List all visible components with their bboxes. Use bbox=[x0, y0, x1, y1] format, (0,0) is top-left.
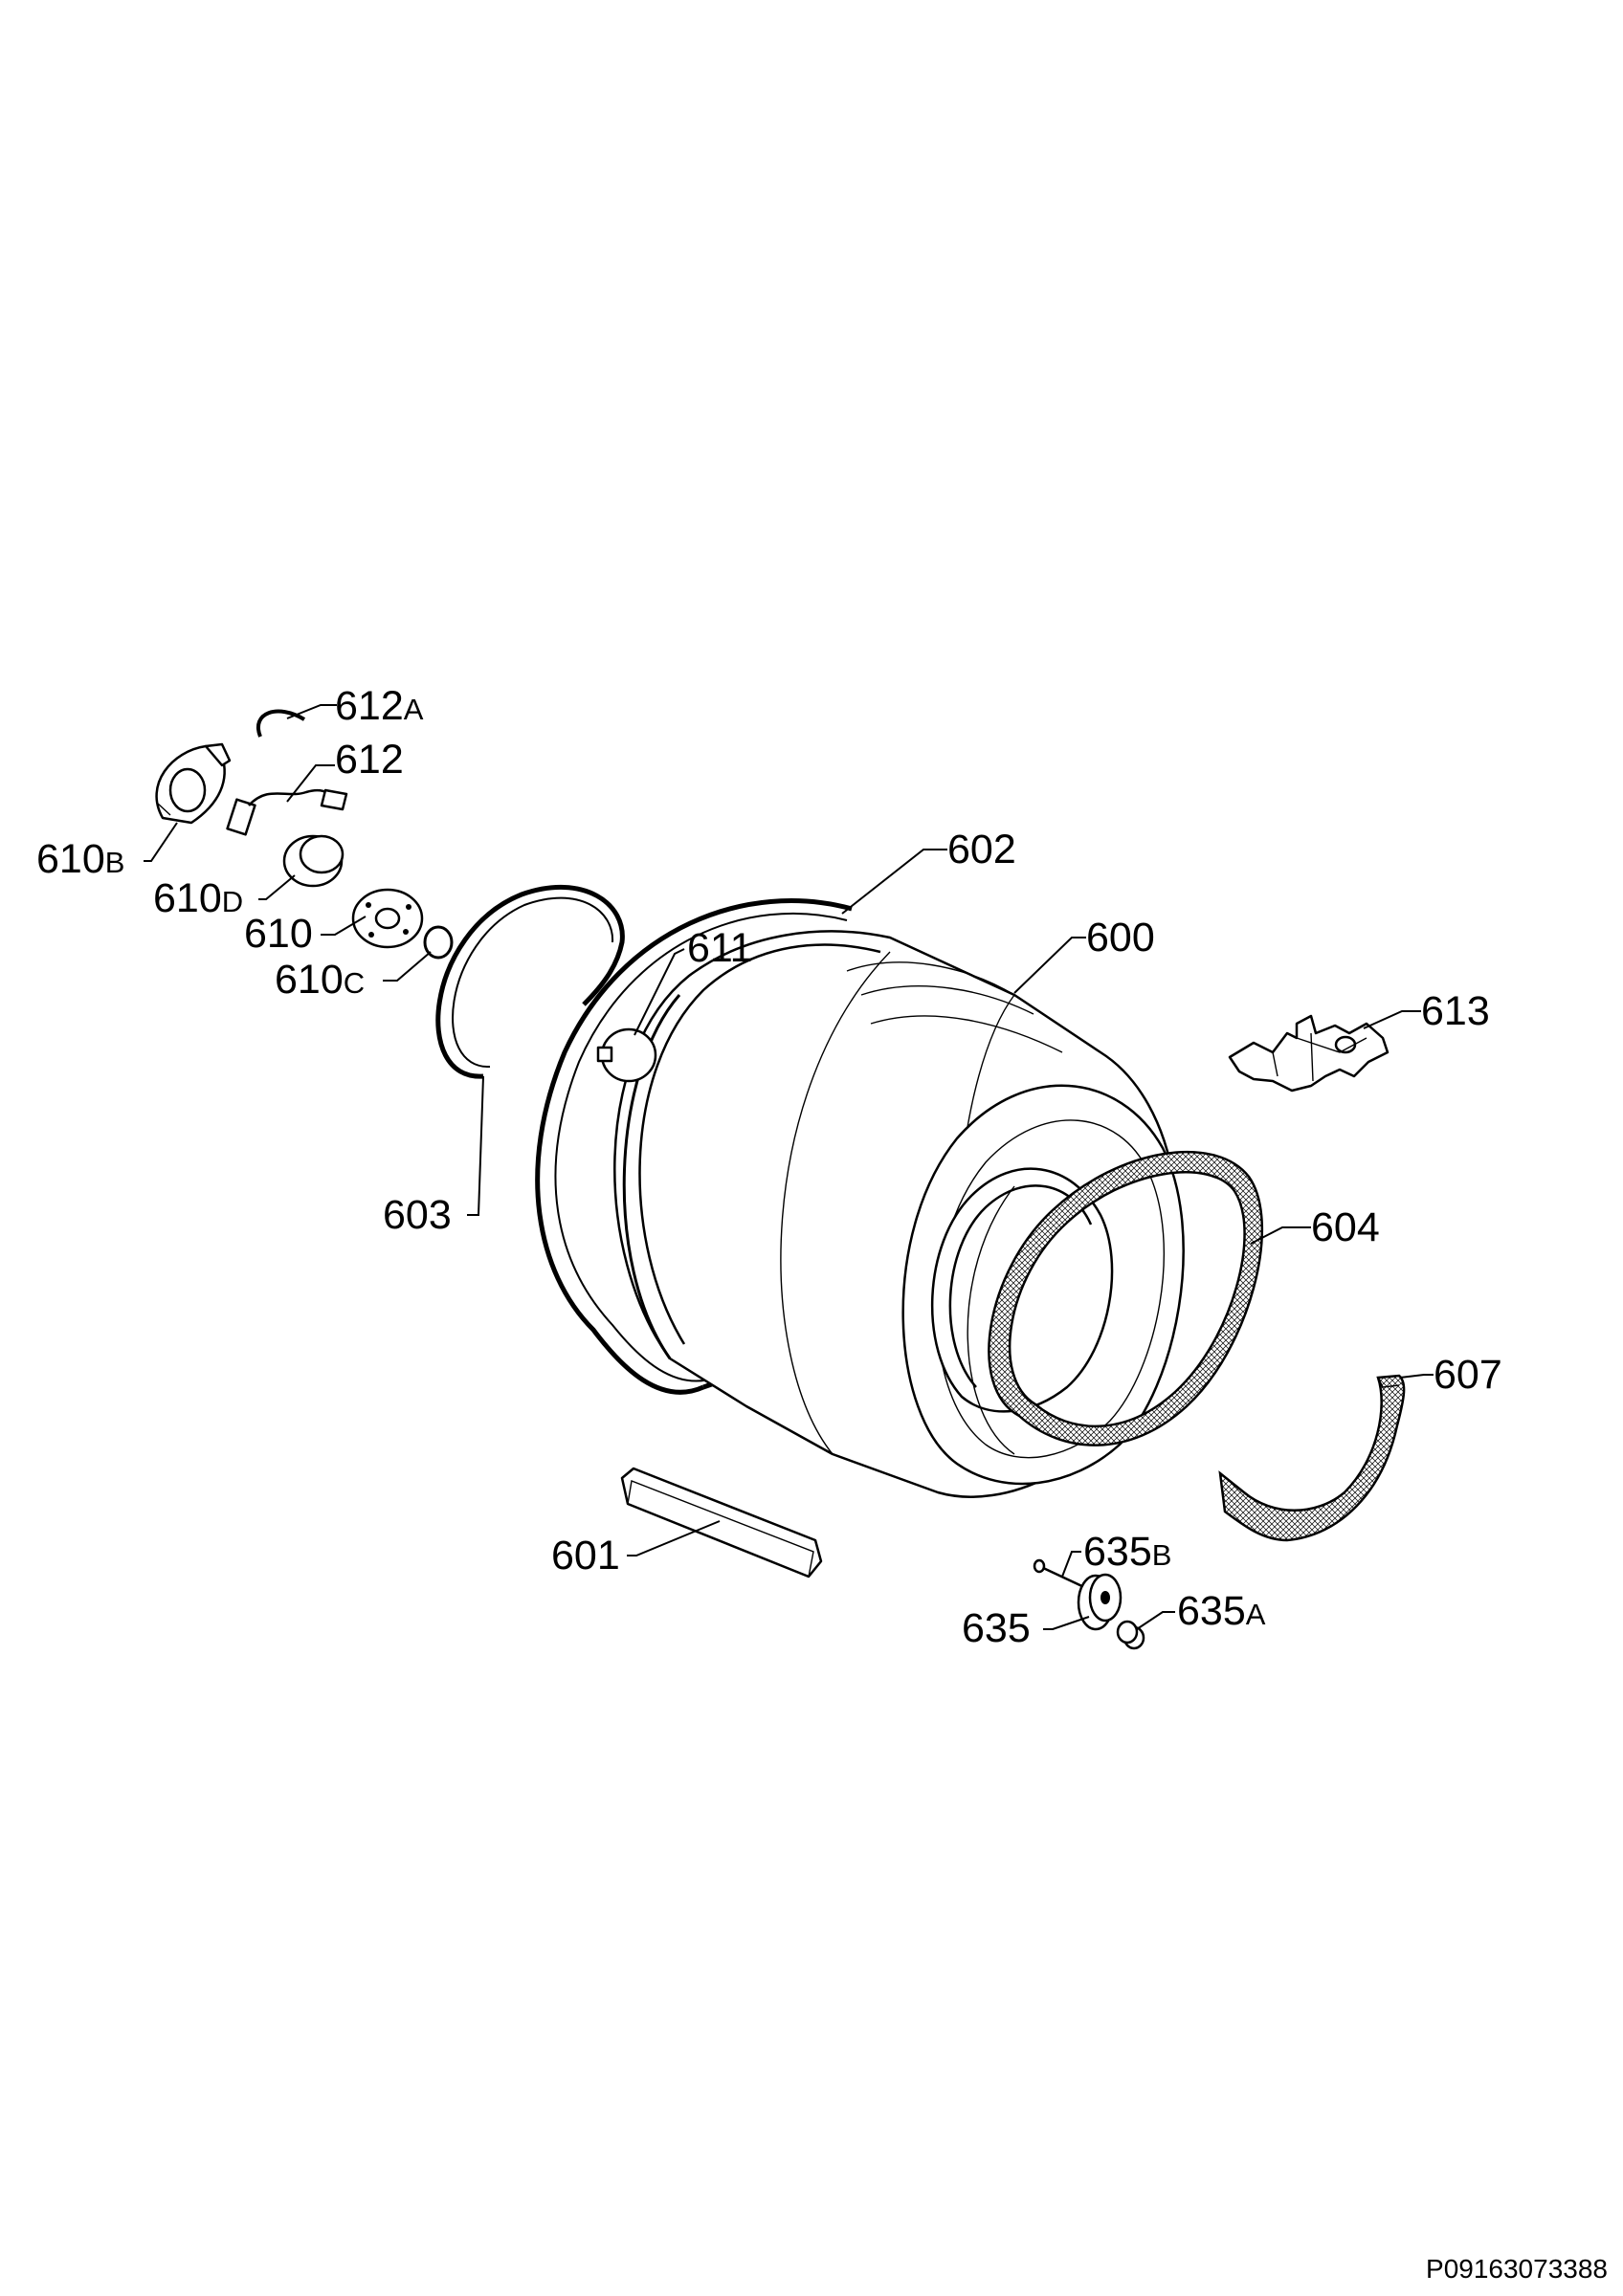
part-bearing-flange-610 bbox=[351, 888, 424, 949]
leader-635a bbox=[1136, 1611, 1175, 1630]
leader-602 bbox=[841, 849, 947, 915]
callout-604: 604 bbox=[1311, 1204, 1380, 1250]
callout-601: 601 bbox=[551, 1533, 620, 1578]
callout-607: 607 bbox=[1434, 1352, 1502, 1398]
callout-635a: 635A bbox=[1177, 1588, 1266, 1634]
callout-610: 610 bbox=[244, 911, 313, 957]
part-wheel-635 bbox=[1077, 1573, 1123, 1631]
part-axle-bush-635a bbox=[1116, 1620, 1145, 1650]
part-screw-635b bbox=[1033, 1558, 1087, 1590]
leader-610c bbox=[383, 951, 432, 982]
leader-lines bbox=[144, 704, 1434, 1630]
part-front-felt-seal-604 bbox=[988, 1150, 1263, 1446]
callout-602: 602 bbox=[947, 827, 1016, 872]
part-bearing-bush-610d bbox=[282, 834, 345, 888]
leader-607 bbox=[1399, 1374, 1434, 1379]
part-drum-shaft-611 bbox=[596, 1027, 657, 1083]
leader-610d bbox=[258, 874, 296, 900]
part-sensor-612 bbox=[226, 788, 348, 836]
callout-612: 612 bbox=[335, 737, 404, 783]
leader-604 bbox=[1250, 1226, 1311, 1245]
leader-612a bbox=[286, 704, 337, 719]
part-bearing-bracket-610b bbox=[155, 742, 232, 825]
part-bracket-613 bbox=[1228, 1014, 1390, 1093]
leader-601 bbox=[627, 1520, 721, 1556]
callout-613: 613 bbox=[1421, 988, 1490, 1034]
drawing-id: P09163073388 bbox=[1426, 2254, 1608, 2284]
part-felt-strip-607 bbox=[1218, 1374, 1406, 1542]
leader-610 bbox=[321, 916, 367, 936]
leader-612 bbox=[286, 764, 335, 803]
part-support-bar-601 bbox=[620, 1467, 823, 1578]
leader-603 bbox=[467, 1075, 484, 1216]
callout-612a: 612A bbox=[335, 683, 424, 729]
part-drum-600 bbox=[613, 930, 1185, 1498]
callout-611: 611 bbox=[687, 925, 753, 971]
callout-610d: 610D bbox=[153, 875, 243, 921]
leader-600 bbox=[1013, 937, 1086, 994]
leader-610b bbox=[144, 822, 178, 862]
callout-610c: 610C bbox=[275, 957, 365, 1003]
part-circlip-610c bbox=[423, 925, 454, 960]
callout-610b: 610B bbox=[36, 836, 124, 882]
leader-611 bbox=[634, 948, 685, 1036]
callout-603: 603 bbox=[383, 1192, 452, 1238]
part-rear-seal-603 bbox=[435, 884, 625, 1079]
callout-600: 600 bbox=[1086, 915, 1155, 960]
leader-635b bbox=[1061, 1551, 1081, 1578]
leader-635 bbox=[1043, 1616, 1090, 1630]
callout-635: 635 bbox=[962, 1605, 1031, 1651]
leader-613 bbox=[1363, 1010, 1421, 1029]
callout-635b: 635B bbox=[1083, 1529, 1171, 1575]
